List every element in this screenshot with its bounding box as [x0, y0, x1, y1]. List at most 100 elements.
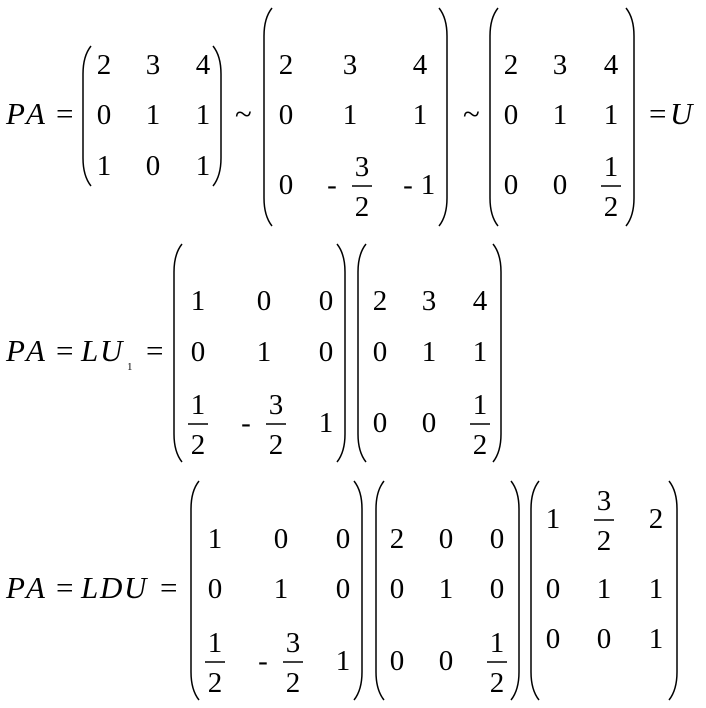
eq1-var-p: P — [5, 96, 25, 131]
matrix-l-entry-0-1: 0 — [257, 285, 272, 317]
matrix-u-entry-1-1: 1 — [553, 99, 568, 131]
matrix-l-2-entry-1-1: 1 — [274, 573, 289, 605]
matrix-u1-entry-0-1-numerator: 3 — [597, 485, 612, 517]
eq3-var-a: A — [24, 570, 46, 605]
eq1-equals: = — [56, 96, 73, 131]
matrix-l-entry-2-0-denominator: 2 — [191, 429, 206, 461]
matrix-u-2-entry-2-2-denominator: 2 — [473, 429, 488, 461]
eq3-var-d: D — [99, 570, 122, 605]
matrix-l-right-paren — [336, 243, 346, 463]
eq2-var-a: A — [24, 333, 46, 368]
matrix-l-2-entry-0-2: 0 — [336, 523, 351, 555]
matrix-l-2-entry-1-2: 0 — [336, 573, 351, 605]
matrix-u-left-paren — [489, 7, 499, 227]
matrix-l-left-paren — [173, 243, 183, 463]
eq2-var-u: U — [100, 333, 125, 368]
matrix-d-entry-0-0: 2 — [390, 523, 405, 555]
matrix-a-entry-2-2: 1 — [196, 150, 211, 182]
matrix-u-2-entry-1-0: 0 — [373, 336, 388, 368]
eq3-var-u: U — [124, 570, 149, 605]
matrix-d-entry-2-2-denominator: 2 — [490, 667, 505, 699]
matrix-u-2-entry-2-2-numerator: 1 — [473, 389, 488, 421]
matrix-u-entry-0-2: 4 — [604, 49, 619, 81]
matrix-a-entry-0-1: 3 — [146, 49, 161, 81]
matrix-l-2-entry-2-2: 1 — [336, 645, 351, 677]
matrix-l-entry-1-1: 1 — [257, 336, 272, 368]
eq3-var-p: P — [5, 570, 25, 605]
matrix-u1-entry-1-1: 1 — [597, 573, 612, 605]
matrix-u1-entry-2-0: 0 — [546, 623, 561, 655]
matrix-step1-entry-0-2: 4 — [413, 49, 428, 81]
matrix-d-entry-1-1: 1 — [439, 573, 454, 605]
matrix-step1-entry-2-2-minus: - — [403, 169, 413, 201]
matrix-l-entry-2-0-numerator: 1 — [191, 389, 206, 421]
eq3-equals-2: = — [160, 570, 177, 605]
matrix-u-2-entry-0-1: 3 — [422, 285, 437, 317]
matrix-d-entry-2-1: 0 — [439, 645, 454, 677]
matrix-step1-entry-1-0: 0 — [279, 99, 294, 131]
matrix-u-2-left-paren — [357, 243, 367, 463]
eq2-var-p: P — [5, 333, 25, 368]
matrix-a-entry-2-0: 1 — [97, 150, 112, 182]
matrix-l-2-entry-1-0: 0 — [208, 573, 223, 605]
matrix-u-2-right-paren — [492, 243, 502, 463]
eq3-var-l: L — [80, 570, 98, 605]
matrix-u1-entry-0-0: 1 — [546, 503, 561, 535]
matrix-step1-entry-1-2: 1 — [413, 99, 428, 131]
matrix-u1-entry-1-2: 1 — [649, 573, 664, 605]
matrix-l-2-right-paren — [353, 480, 363, 701]
matrix-l-entry-1-0: 0 — [191, 336, 206, 368]
matrix-step1-right-paren — [438, 7, 448, 227]
matrix-a-entry-1-2: 1 — [196, 99, 211, 131]
matrix-u1-left-paren — [530, 480, 540, 701]
matrix-a-entry-0-2: 4 — [196, 49, 211, 81]
matrix-l-entry-2-1-numerator: 3 — [269, 389, 284, 421]
matrix-u1-entry-2-1: 0 — [597, 623, 612, 655]
matrix-l-entry-0-2: 0 — [319, 285, 334, 317]
matrix-d-entry-0-2: 0 — [490, 523, 505, 555]
matrix-u-entry-0-1: 3 — [553, 49, 568, 81]
matrix-d-entry-1-0: 0 — [390, 573, 405, 605]
matrix-a-entry-2-1: 0 — [146, 150, 161, 182]
matrix-step1-entry-2-1-denominator: 2 — [355, 191, 370, 223]
matrix-step1-left-paren — [263, 7, 273, 227]
matrix-step1-entry-2-1-numerator: 3 — [355, 151, 370, 183]
matrix-u-2-entry-2-0: 0 — [373, 407, 388, 439]
matrix-u1-entry-1-0: 0 — [546, 573, 561, 605]
eq1-var-a: A — [24, 96, 46, 131]
matrix-step1-entry-2-1-minus: - — [327, 169, 337, 201]
matrix-step1-entry-1-1: 1 — [343, 99, 358, 131]
eq2-subscript-1: 1 — [127, 361, 133, 373]
eq1-tilde-2: ~ — [463, 96, 480, 131]
eq1-tilde-1: ~ — [235, 96, 252, 131]
matrix-u-entry-1-0: 0 — [504, 99, 519, 131]
matrix-u1-entry-2-2: 1 — [649, 623, 664, 655]
matrix-step1-entry-0-1: 3 — [343, 49, 358, 81]
matrix-step1-entry-0-0: 2 — [279, 49, 294, 81]
eq2-var-l: L — [80, 333, 98, 368]
eq2-equals-2: = — [146, 333, 163, 368]
matrix-d-entry-2-2-numerator: 1 — [490, 627, 505, 659]
matrix-u-2-entry-1-2: 1 — [473, 336, 488, 368]
matrix-u1-right-paren — [668, 480, 678, 701]
matrix-u1-entry-0-1-denominator: 2 — [597, 525, 612, 557]
matrix-u-entry-1-2: 1 — [604, 99, 619, 131]
matrix-step1-entry-2-0: 0 — [279, 169, 294, 201]
eq3-equals: = — [56, 570, 73, 605]
matrix-d-entry-2-0: 0 — [390, 645, 405, 677]
matrix-u-2-entry-0-2: 4 — [473, 285, 488, 317]
matrix-a-entry-0-0: 2 — [97, 49, 112, 81]
matrix-l-2-left-paren — [190, 480, 200, 701]
matrix-l-entry-2-1-minus: - — [241, 407, 251, 439]
matrix-l-2-entry-2-1-numerator: 3 — [286, 627, 301, 659]
matrix-l-2-entry-2-1-minus: - — [258, 645, 268, 677]
matrix-step1-entry-2-2: 1 — [421, 169, 436, 201]
matrix-l-entry-2-1-denominator: 2 — [269, 429, 284, 461]
matrix-l-entry-1-2: 0 — [319, 336, 334, 368]
matrix-l-2-entry-0-0: 1 — [208, 523, 223, 555]
matrix-u-entry-0-0: 2 — [504, 49, 519, 81]
matrix-a-right-paren — [212, 45, 222, 187]
eq1-equals-2: = — [649, 96, 666, 131]
matrix-u-entry-2-2-denominator: 2 — [604, 191, 619, 223]
